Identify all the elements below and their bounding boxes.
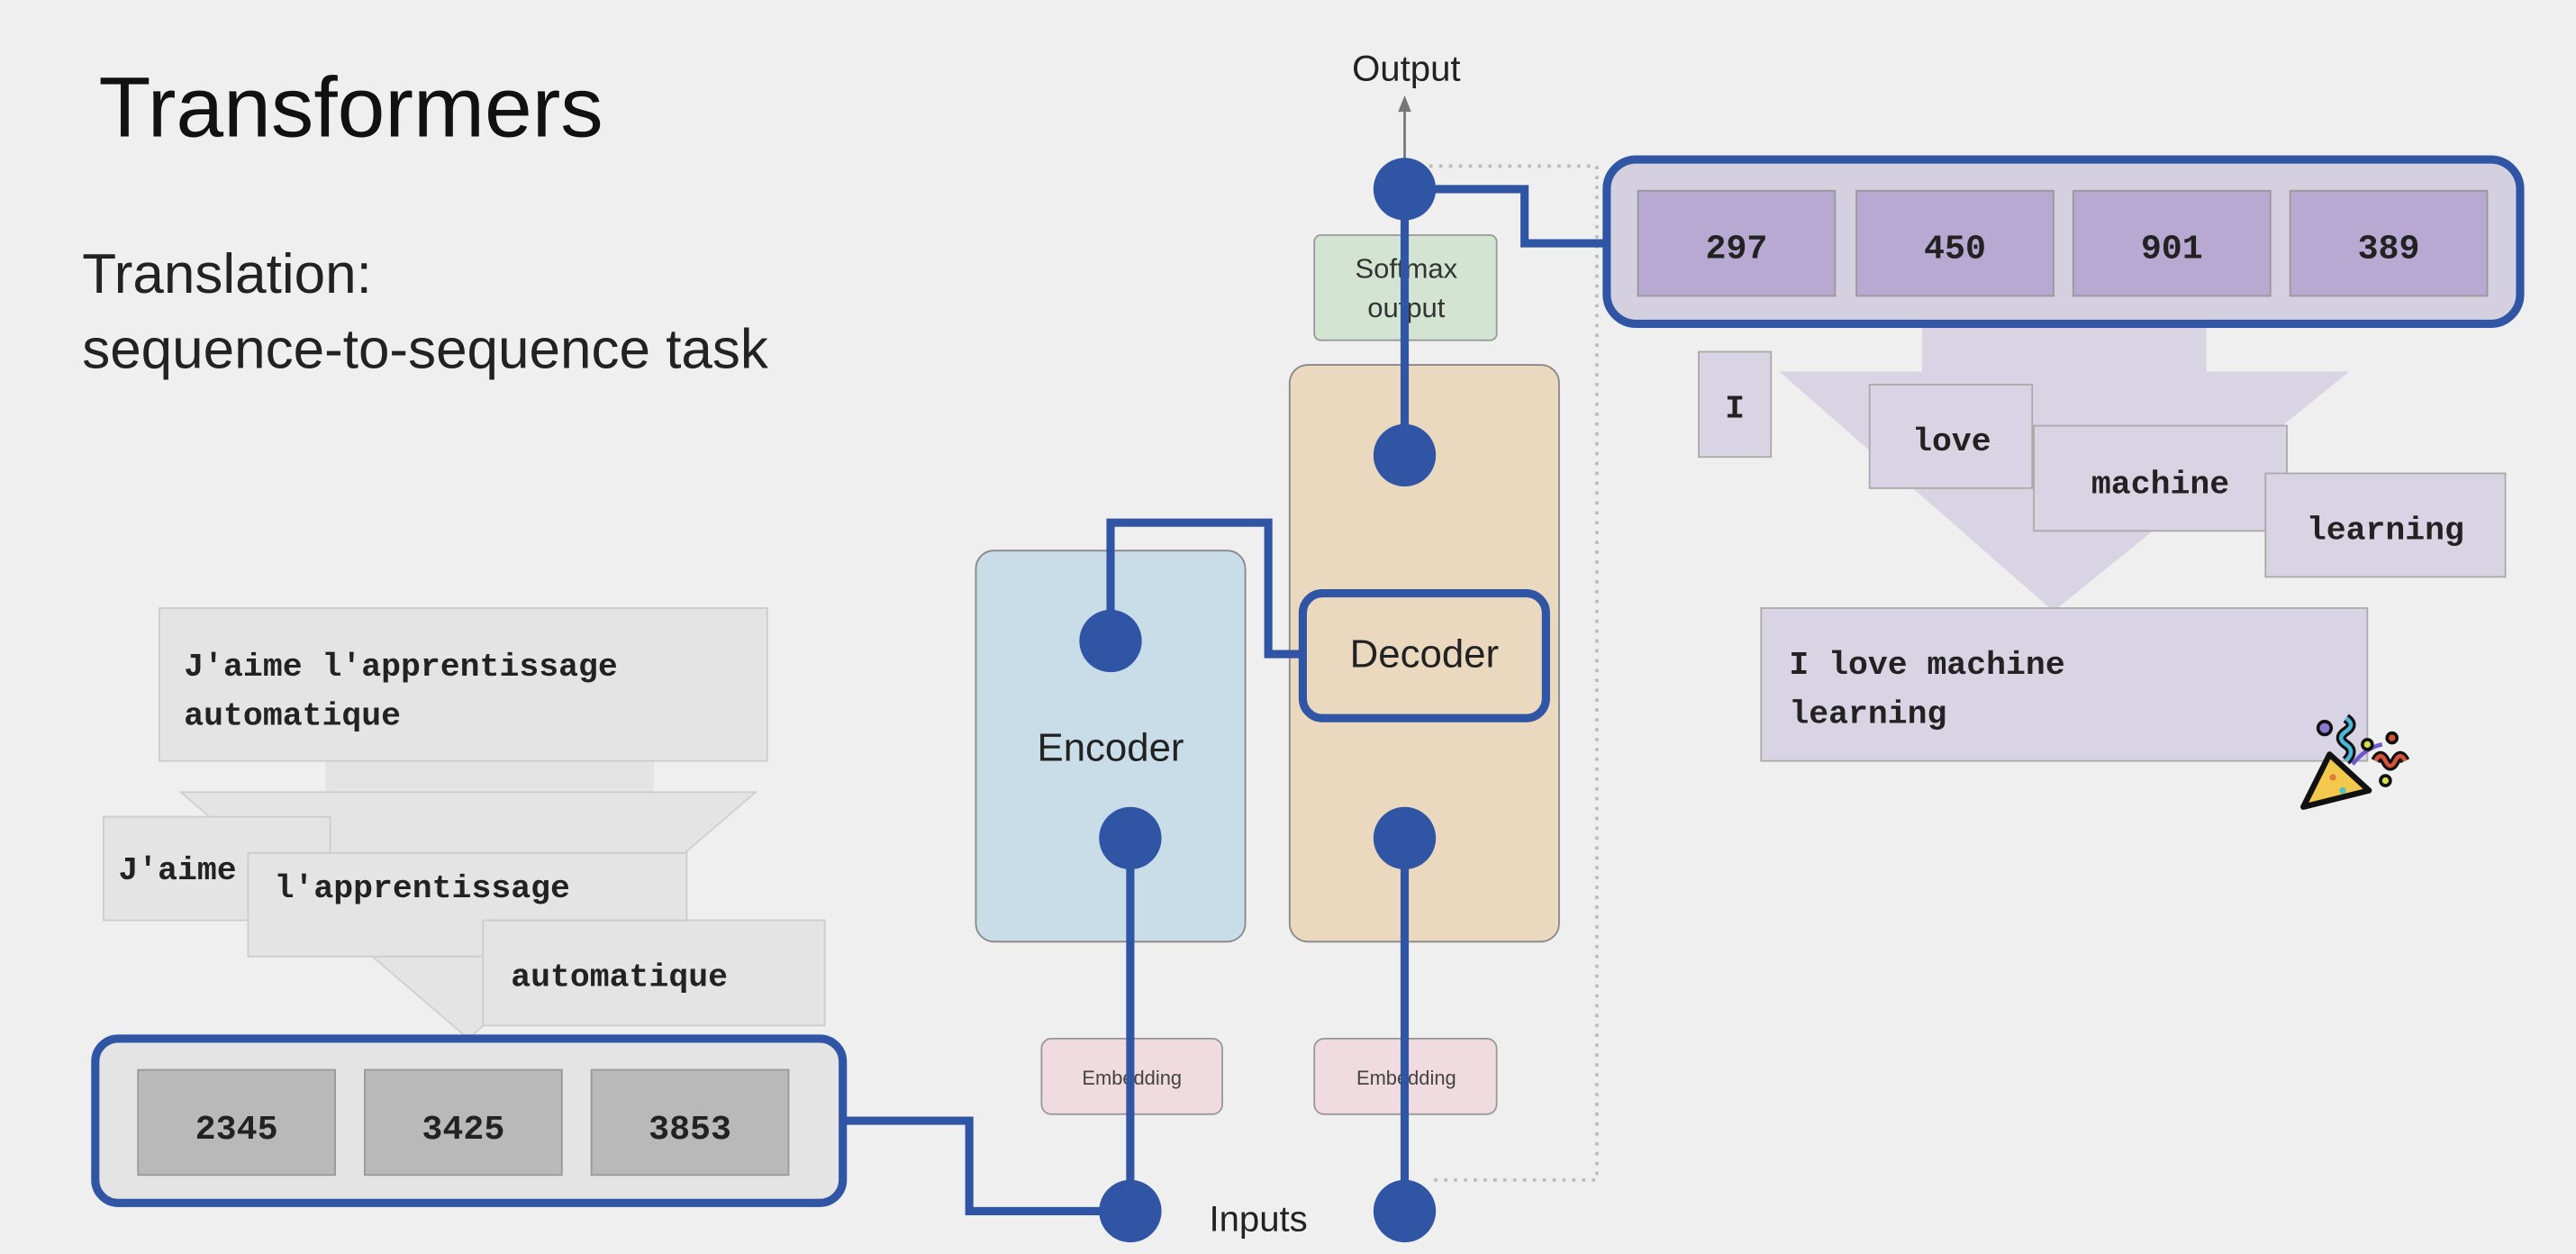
output-token: love	[1912, 423, 1991, 460]
subtitle-line2: sequence-to-sequence task	[82, 319, 769, 381]
output-id-cell	[2072, 189, 2272, 297]
output-token: learning	[2307, 512, 2464, 549]
input-sentence-line1: J'aime l'apprentissage	[184, 649, 617, 686]
output-detokenization: 297 450 901 389 I love machine learning …	[1602, 155, 2525, 810]
encoder-label: Encoder	[1038, 726, 1184, 770]
output-token-box	[1698, 350, 1773, 459]
output-id: 901	[2141, 230, 2203, 269]
input-sentence-box	[159, 607, 768, 762]
output-token: I	[1725, 390, 1745, 427]
input-id-cell	[137, 1068, 337, 1177]
output-sentence-line1: I love machine	[1789, 647, 2064, 684]
output-token-box	[1868, 384, 2034, 489]
input-tokenization: J'aime l'apprentissage automatique J'aim…	[91, 607, 848, 1207]
input-id: 3425	[422, 1110, 504, 1150]
output-id: 389	[2358, 230, 2420, 269]
input-token: l'apprentissage	[275, 870, 570, 907]
input-token-box	[482, 919, 826, 1027]
subtitle-line1: Translation:	[82, 243, 372, 305]
output-id-cell	[1637, 189, 1837, 297]
output-sentence-box	[1760, 607, 2369, 762]
input-id: 2345	[195, 1110, 278, 1150]
output-id: 297	[1705, 230, 1767, 269]
output-token-box	[2033, 424, 2288, 532]
flow-nodes	[1079, 158, 1437, 1243]
decoder-label: Decoder	[1350, 632, 1499, 677]
arrow-head-icon	[1398, 95, 1411, 113]
output-sentence-line2: learning	[1789, 696, 1946, 733]
slide-title: Transformers	[98, 60, 603, 156]
input-token: J'aime	[118, 852, 236, 889]
transformer-model: Output Softmax output Encoder Decoder Em…	[842, 49, 1607, 1243]
input-id-cell	[364, 1068, 563, 1177]
output-token: machine	[2091, 466, 2229, 503]
input-id-cell	[590, 1068, 790, 1177]
input-id: 3853	[649, 1110, 731, 1150]
input-sentence-line2: automatique	[184, 698, 401, 735]
party-popper-icon	[2300, 713, 2410, 810]
input-token: automatique	[511, 959, 728, 996]
output-id: 450	[1924, 230, 1986, 269]
output-id-cell	[1855, 189, 2054, 297]
dotted-boundary	[1429, 164, 1599, 1182]
data-flow-lines	[842, 185, 1607, 1215]
output-id-cell	[2289, 189, 2489, 297]
output-label: Output	[1352, 49, 1460, 89]
inputs-label: Inputs	[1209, 1198, 1307, 1239]
output-token-box	[2264, 472, 2507, 578]
